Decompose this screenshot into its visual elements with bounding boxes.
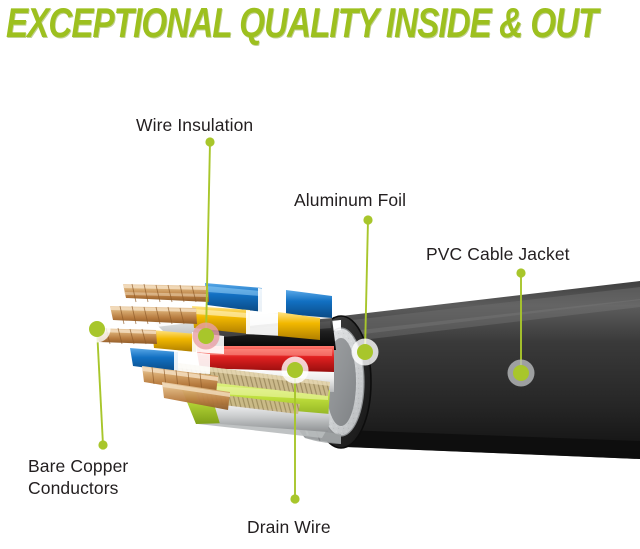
label-bare-copper-conductors: Bare Copper Conductors [28, 456, 129, 498]
callout-anchor-dot [98, 440, 108, 450]
label-drain-wire: Drain Wire [247, 517, 331, 537]
callout-wire-insulation [192, 137, 220, 350]
label-wire-insulation: Wire Insulation [136, 115, 254, 135]
label-pvc-cable-jacket: PVC Cable Jacket [426, 244, 570, 264]
blue-insulated-conductor [205, 283, 332, 318]
callout-leader-line [364, 219, 369, 353]
grey-insulated-conductor [214, 404, 330, 432]
page-title: EXCEPTIONAL QUALITY INSIDE & OUT [6, 0, 598, 46]
copper-strands-yellow-wire [110, 305, 197, 325]
copper-strands-blue-wire [123, 283, 209, 303]
callout-target-dot [357, 344, 373, 360]
callout-aluminum-foil [351, 215, 379, 366]
callout-anchor-dot [516, 268, 526, 278]
callout-target-dot [89, 321, 105, 337]
callout-leader-line [96, 328, 104, 446]
callout-drain-wire [281, 356, 309, 504]
callout-target-dot [287, 362, 303, 378]
red-insulated-conductor [196, 346, 334, 374]
callout-pvc-cable-jacket [507, 268, 535, 387]
banner: EXCEPTIONAL QUALITY INSIDE & OUT [0, 0, 640, 58]
callout-leader-line [205, 141, 211, 337]
callout-target-dot [513, 365, 529, 381]
callout-anchor-dot [290, 494, 300, 504]
callout-anchor-dot [363, 215, 373, 225]
callout-bare-copper-conductors [83, 315, 111, 450]
callout-group [83, 137, 535, 504]
callout-target-dot [198, 328, 214, 344]
copper-strands-drain [162, 382, 230, 410]
label-aluminum-foil: Aluminum Foil [294, 190, 407, 210]
callout-anchor-dot [205, 137, 215, 147]
